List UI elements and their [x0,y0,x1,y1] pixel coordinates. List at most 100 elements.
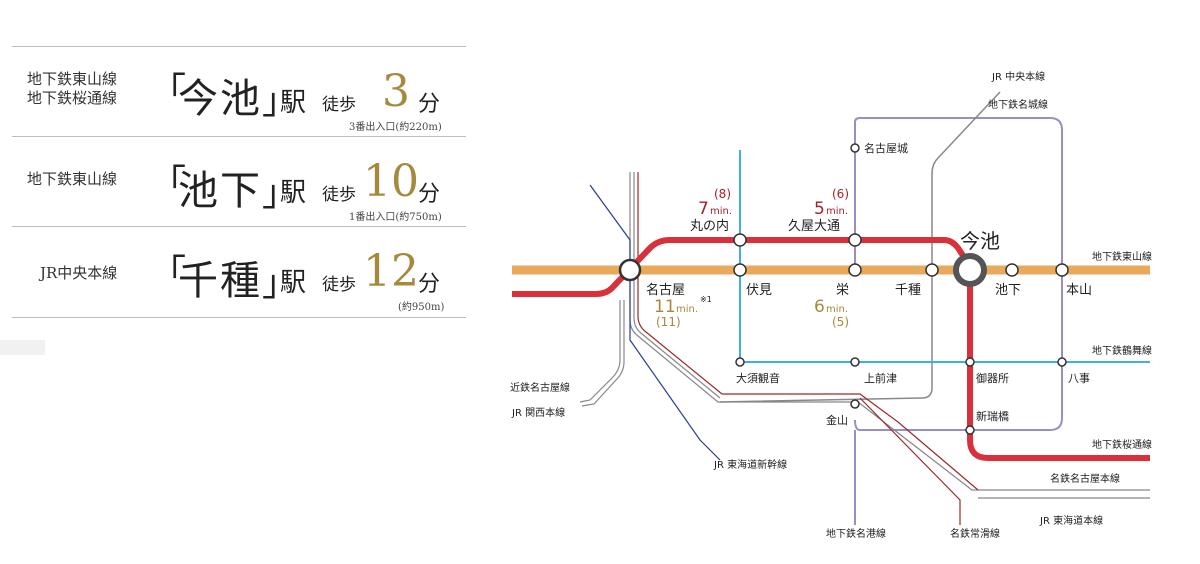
divider [12,136,466,137]
label-jr-kansai: JR 関西本線 [511,406,565,419]
station-suffix: 駅 [280,88,307,118]
line-name: 地下鉄東山線 [27,70,118,88]
station-name: 千種 [178,258,262,304]
line-name: JR中央本線 [40,264,118,282]
name-osu: 大須観音 [736,371,780,385]
jr-kansai-line [581,300,625,407]
time-alt-hisaya: (6) [832,187,849,201]
line-names: 地下鉄東山線 [27,170,117,189]
station-marunouchi [733,233,747,247]
label-kintetsu: 近鉄名古屋線 [510,381,570,394]
station-suffix: 駅 [280,178,307,208]
time-nagoya: 11 [654,297,676,317]
station-sakae [848,263,862,277]
exit-note: (約950m) [398,302,445,313]
line-names: 地下鉄東山線 地下鉄桜通線 [27,70,117,108]
name-marunouchi: 丸の内 [690,218,729,234]
station-kanayama [850,399,860,409]
station-hisaya [848,233,862,247]
name-hisaya: 久屋大通 [788,219,840,234]
station-gokiso [965,357,975,367]
name-yagoto: 八事 [1068,372,1090,385]
station-kamimaezu [850,357,860,367]
time-mark-nagoya: ※1 [700,295,712,304]
grey-strip [0,340,45,355]
jr-chuo-line [719,91,1001,403]
bracket-close: 」 [262,263,299,304]
label-jr-chuo: JR 中央本線 [991,70,1045,83]
time-hisaya: 5 [814,199,825,219]
time-sakae: 6 [814,297,825,317]
time-unit-sakae: min. [826,304,848,315]
time-alt-sakae: (5) [832,315,849,329]
kintetsu-line [579,300,621,403]
label-jr-tokaido: JR 東海道本線 [1039,514,1103,527]
time-unit-marunouchi: min. [710,206,732,217]
station-nagoyajo [850,143,860,153]
minutes-unit: 分 [418,92,441,117]
name-chikusa: 千種 [895,282,921,298]
label-sakura: 地下鉄桜通線 [1092,438,1152,451]
station-chikusa [925,263,939,277]
label-shinkansen: JR 東海道新幹線 [713,458,787,471]
minutes-unit: 分 [418,182,441,207]
bracket-open: 「 [150,253,187,294]
station-motoyama [1055,263,1069,277]
label-meitetsu-nagoya: 名鉄名古屋本線 [1050,472,1120,485]
name-kamimaezu: 上前津 [864,371,897,385]
meitetsu-tokoname [859,397,961,525]
label-higashiyama: 地下鉄東山線 [1092,250,1152,263]
station-imaike [953,253,987,287]
time-alt-marunouchi: (8) [714,187,731,201]
walk-label: 徒歩 [322,95,356,115]
name-gokiso: 御器所 [976,371,1009,385]
label-meiko: 地下鉄名港線 [826,527,886,540]
bracket-open: 「 [150,163,187,204]
minutes-unit: 分 [418,272,441,297]
walk-minutes: 10 [363,156,419,207]
name-kanayama: 金山 [826,413,848,427]
sakura-line [512,237,1150,461]
time-unit-hisaya: min. [826,206,848,217]
bracket-close: 」 [262,81,299,122]
name-nagoyajo: 名古屋城 [864,141,908,155]
station-name: 今池 [178,76,262,122]
exit-note: 1番出入口(約750m) [349,212,442,223]
walk-label: 徒歩 [322,185,356,205]
shinkansen-line [589,184,721,461]
jr-main-lines-2 [633,172,721,399]
time-marunouchi: 7 [698,199,709,219]
station-nagoya [618,258,642,282]
station-suffix: 駅 [280,268,307,298]
meitetsu-line [637,172,979,491]
divider [12,46,466,47]
station-fushimi [733,263,747,277]
tsurumai-line [739,150,1150,363]
label-tsurumai: 地下鉄鶴舞線 [1092,344,1152,357]
label-tokoname: 名鉄常滑線 [950,527,1000,540]
station-name: 池下 [178,168,262,214]
label-meijo: 地下鉄名城線 [988,98,1048,111]
name-sakae: 栄 [836,283,849,298]
time-unit-nagoya: min. [676,304,698,315]
name-nagoya: 名古屋 [646,282,685,298]
line-name: 地下鉄東山線 [27,170,118,188]
station-yagoto [1057,357,1067,367]
time-alt-nagoya: (11) [656,315,681,329]
divider [12,317,466,318]
bracket-close: 」 [262,173,299,214]
line-name: 地下鉄桜通線 [27,89,118,107]
station-shinmizuhashi [965,425,975,435]
name-shinmizuhashi: 新瑞橋 [976,409,1009,423]
walk-minutes: 12 [363,246,419,297]
station-ikeshita [1005,263,1019,277]
walk-label: 徒歩 [322,275,356,295]
name-motoyama: 本山 [1066,283,1092,298]
meijo-line [854,117,1063,431]
name-ikeshita: 池下 [995,283,1021,298]
exit-note: 3番出入口(約220m) [349,122,442,133]
bracket-open: 「 [150,71,187,112]
name-imaike: 今池 [960,229,1000,253]
station-osu [735,357,745,367]
